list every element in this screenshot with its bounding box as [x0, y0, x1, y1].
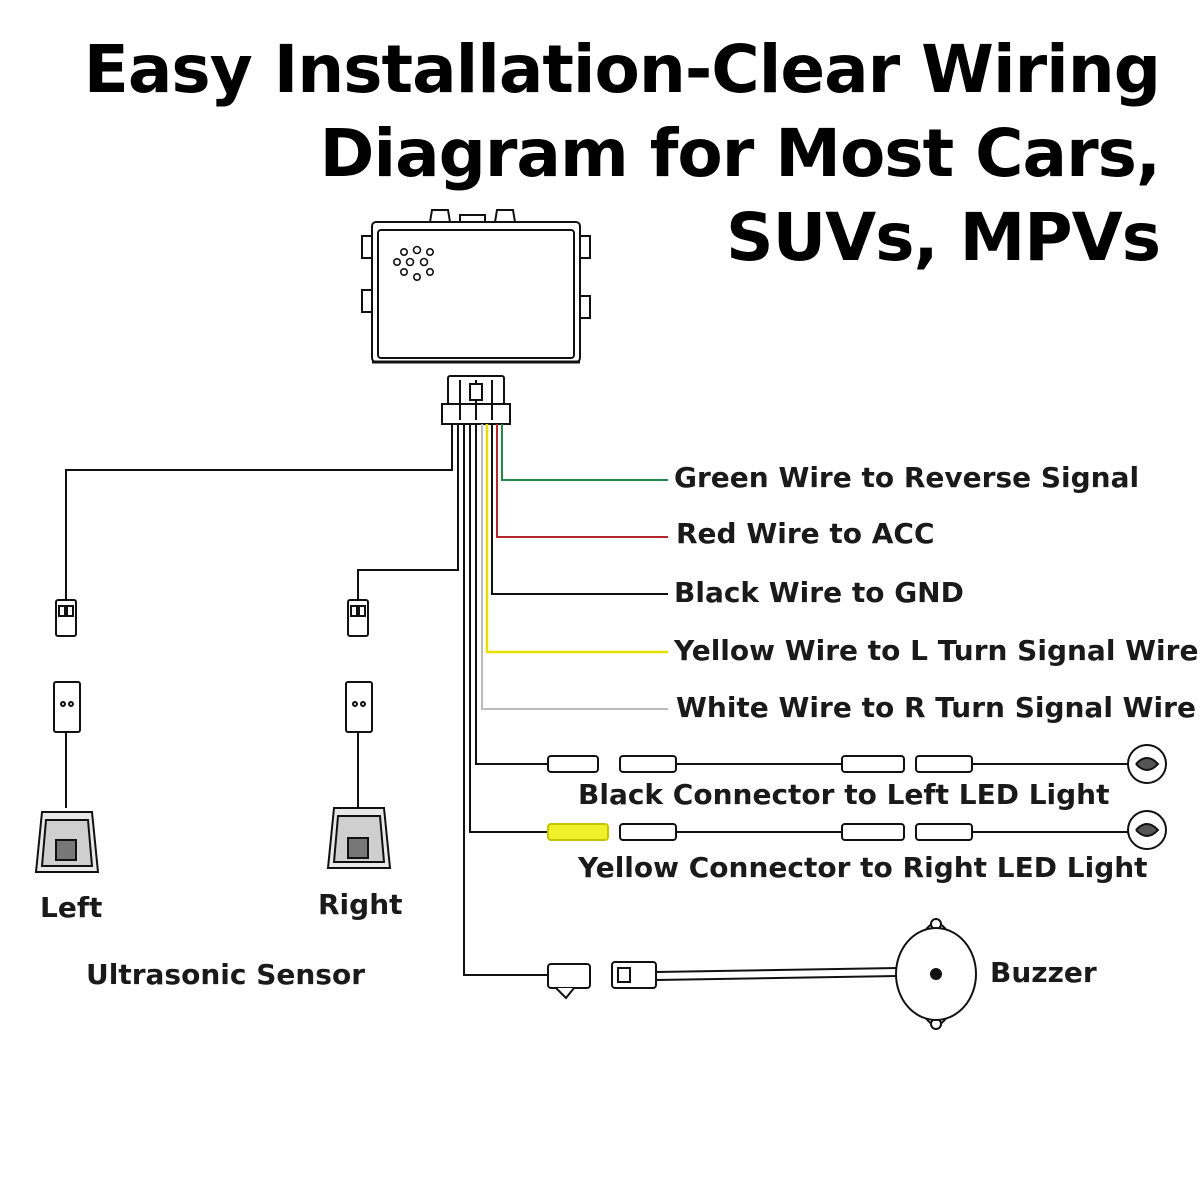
left-sensor-label: Left: [40, 891, 103, 924]
page-title: Easy Installation-Clear Wiring Diagram f…: [20, 28, 1161, 280]
right-sensor-label: Right: [318, 888, 403, 921]
left-sensor-assembly: [34, 599, 100, 873]
green-wire: [501, 424, 668, 481]
left-led-lead: [547, 744, 1167, 784]
right-led-connector-label: Yellow Connector to Right LED Light: [578, 851, 1148, 884]
signal-wires: [463, 424, 668, 976]
ultrasonic-sensor-label: Ultrasonic Sensor: [86, 958, 366, 991]
right-led-lead: [547, 810, 1167, 850]
white-wire-label: White Wire to R Turn Signal Wire: [676, 691, 1196, 724]
black-wire: [491, 424, 668, 595]
red-wire: [496, 424, 668, 538]
module-speaker-icon: [392, 245, 434, 281]
buzzer-wire: [463, 424, 548, 976]
red-wire-label: Red Wire to ACC: [676, 517, 935, 550]
black-wire-label: Black Wire to GND: [674, 576, 964, 609]
left-led-wire: [475, 424, 548, 765]
buzzer-assembly: [547, 918, 977, 1030]
white-wire: [481, 424, 668, 710]
buzzer-label: Buzzer: [990, 956, 1097, 989]
yellow-connector: [547, 823, 609, 841]
title-line-1: Easy Installation-Clear Wiring: [83, 31, 1161, 108]
title-line-3: SUVs, MPVs: [726, 199, 1161, 276]
yellow-wire-label: Yellow Wire to L Turn Signal Wire: [674, 634, 1199, 667]
green-wire-label: Green Wire to Reverse Signal: [674, 461, 1140, 494]
title-line-2: Diagram for Most Cars,: [319, 115, 1161, 192]
left-sensor-lead: [65, 424, 459, 600]
yellow-wire: [485, 424, 668, 654]
right-sensor-assembly: [326, 599, 392, 869]
right-led-wire: [469, 424, 548, 833]
harness-plug: [441, 375, 511, 425]
control-module: [361, 209, 591, 364]
left-led-connector-label: Black Connector to Left LED Light: [578, 778, 1110, 811]
